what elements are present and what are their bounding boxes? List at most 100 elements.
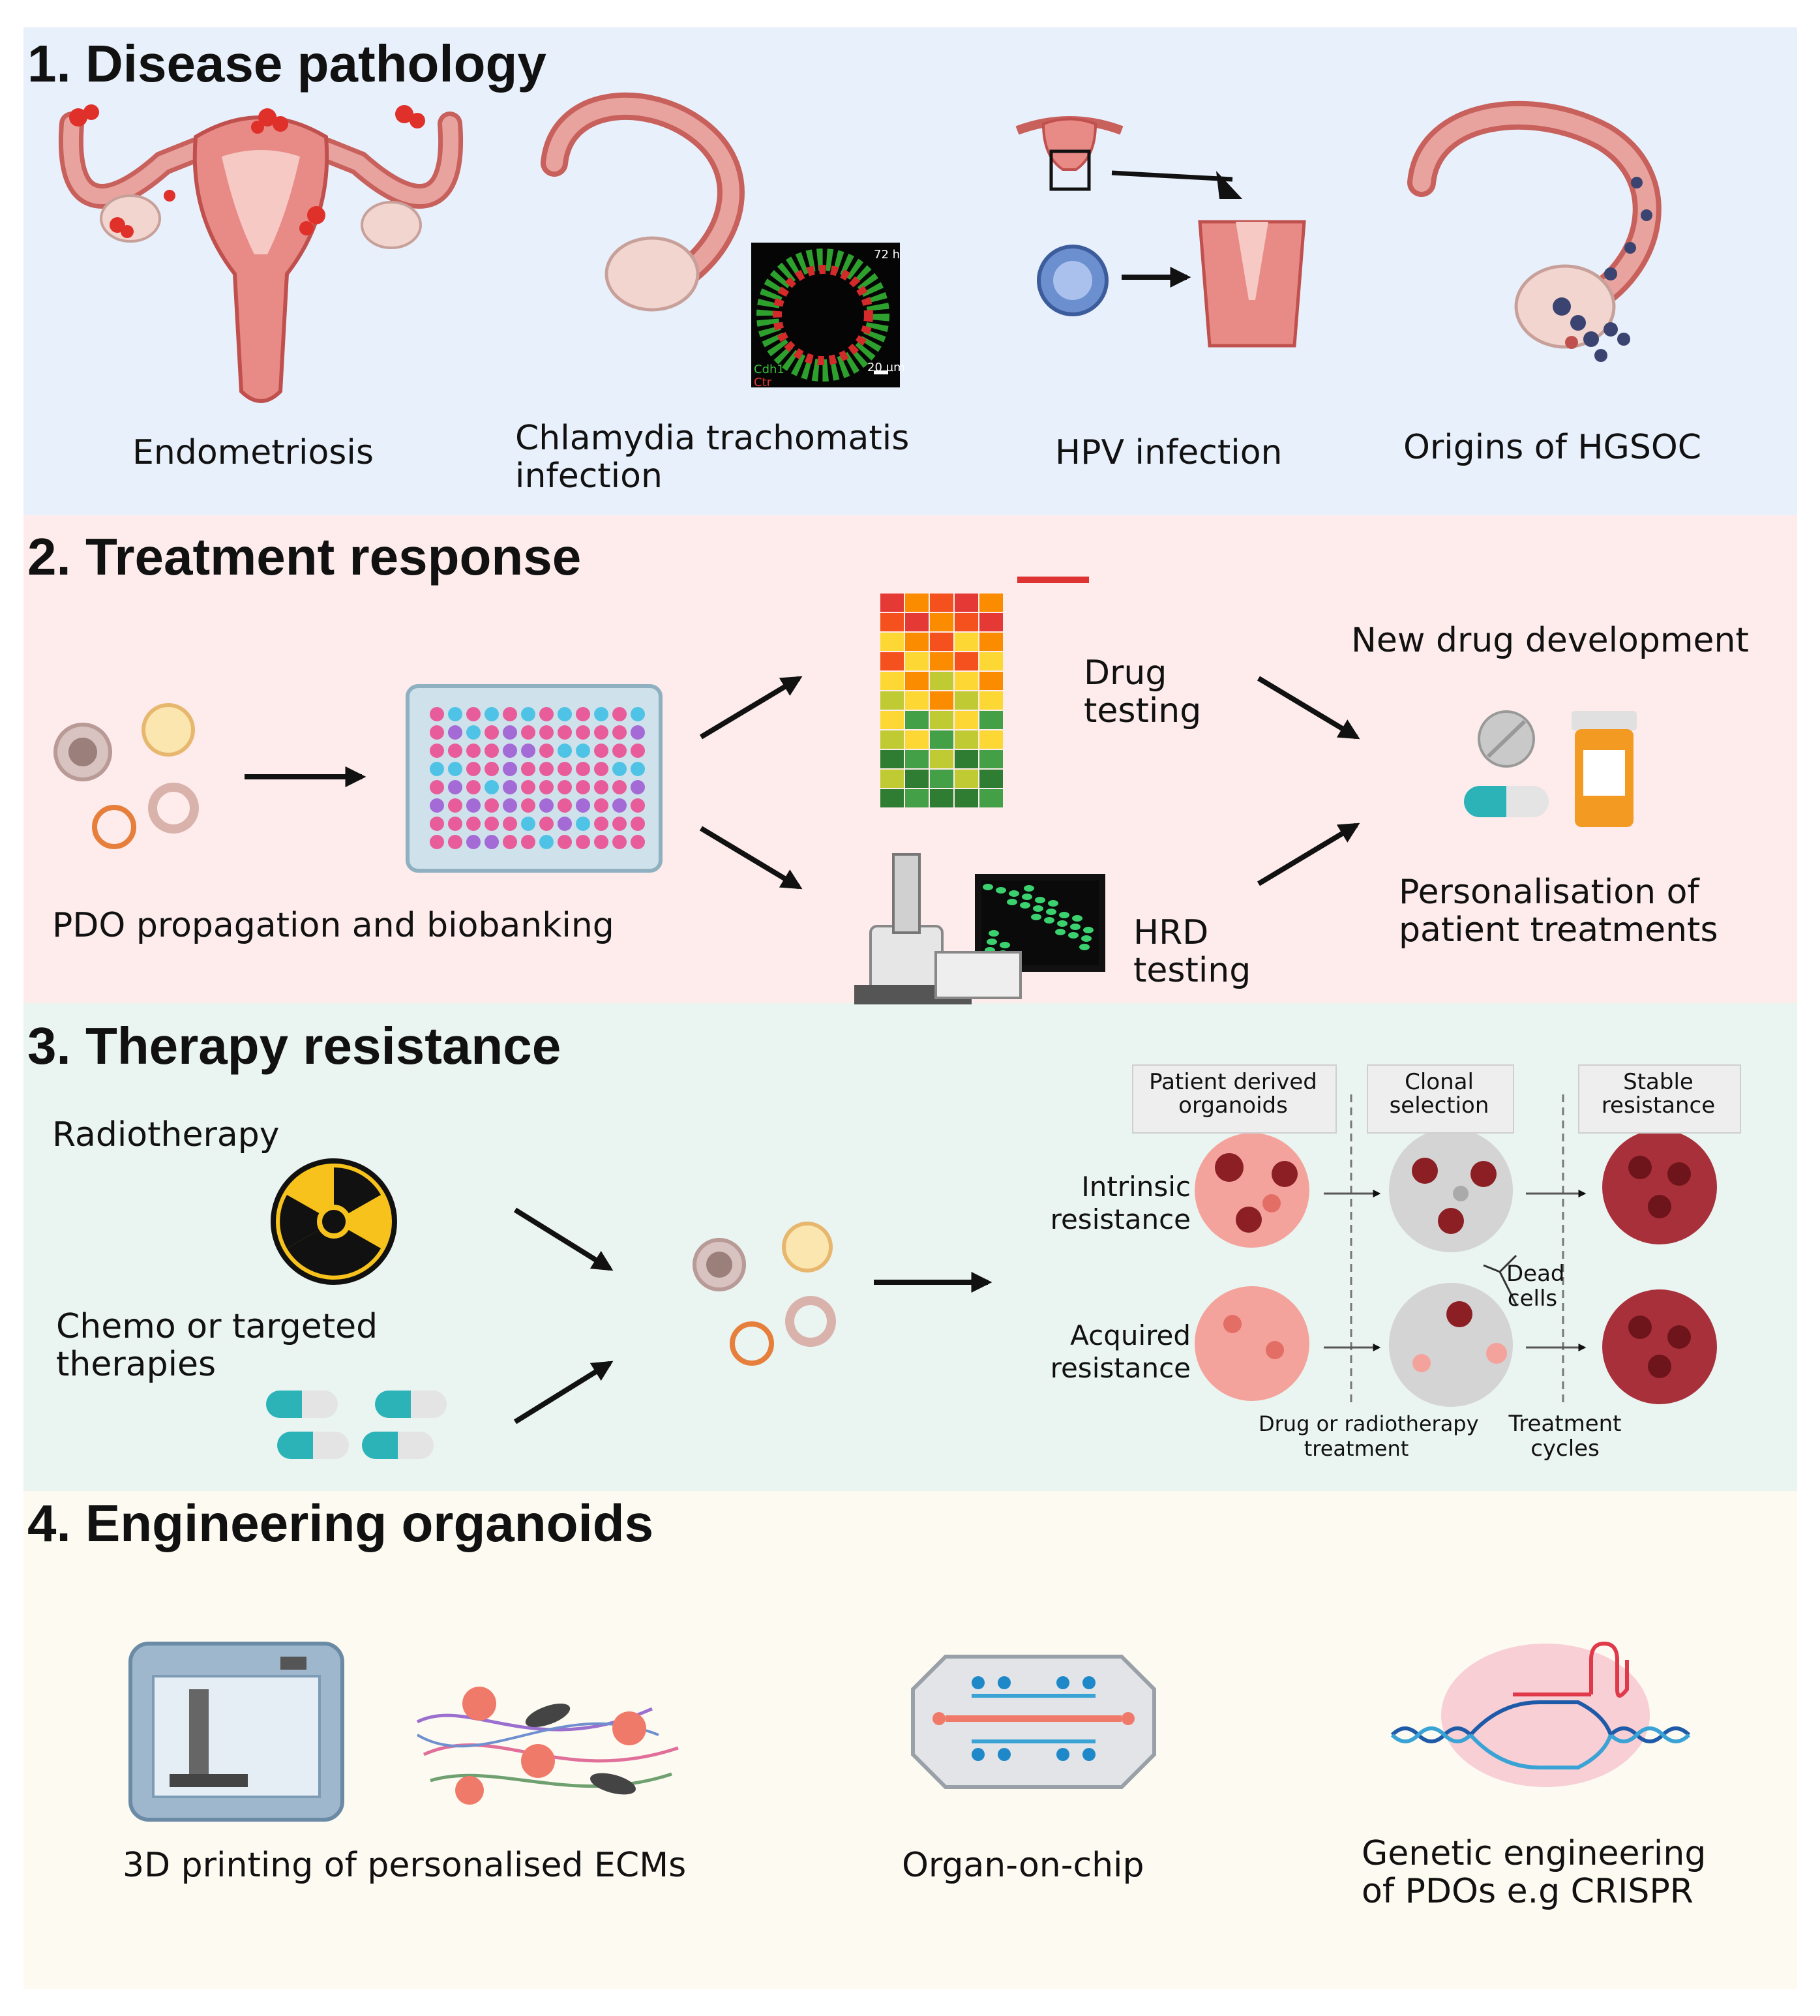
heatmap-cell xyxy=(905,613,929,631)
hgsoc-origin-icon xyxy=(1407,100,1662,362)
header-clonal-line2: selection xyxy=(1389,1092,1489,1119)
heatmap-cell xyxy=(930,770,953,788)
well xyxy=(539,744,554,758)
well xyxy=(631,798,645,813)
well xyxy=(594,835,608,849)
well xyxy=(503,725,517,740)
heatmap-cell xyxy=(905,730,929,749)
heatmap-cell xyxy=(979,652,1003,670)
heatmap-cell xyxy=(979,633,1003,651)
fluorescent-cell xyxy=(1068,932,1079,939)
fluorescent-cell xyxy=(989,930,999,937)
well xyxy=(485,725,499,740)
well xyxy=(521,762,535,776)
well xyxy=(594,798,608,813)
well xyxy=(631,744,645,758)
arrow xyxy=(699,676,803,740)
heatmap-cell xyxy=(905,652,929,670)
well xyxy=(448,798,462,813)
well xyxy=(485,744,499,758)
header-clonal-line1: Clonal xyxy=(1405,1069,1474,1095)
header-patient-derived-line2: organoids xyxy=(1178,1092,1288,1119)
stable-resistance-acquired-icon xyxy=(1602,1289,1717,1404)
well xyxy=(631,835,645,849)
fluorescent-cell xyxy=(1033,905,1043,912)
fluorescent-cell xyxy=(1007,899,1017,905)
well xyxy=(521,780,535,794)
label-hpv-infection: HPV infection xyxy=(1055,433,1283,472)
label-endometriosis: Endometriosis xyxy=(132,433,374,472)
heatmap-cell xyxy=(880,711,904,729)
heatmap-cell xyxy=(930,652,953,670)
fluorescent-cell xyxy=(1020,902,1030,909)
organoids-icon xyxy=(693,1222,836,1366)
column-header-patient-derived xyxy=(1132,1064,1337,1134)
well xyxy=(558,744,572,758)
stable-resistance-icon xyxy=(1602,1130,1717,1244)
label-genetic-engineering-line1: Genetic engineering xyxy=(1362,1834,1707,1873)
radiation-icon xyxy=(271,1158,397,1285)
well xyxy=(485,817,499,831)
well xyxy=(612,762,627,776)
heatmap-cell xyxy=(930,789,953,807)
heatmap-cell xyxy=(880,789,904,807)
well xyxy=(503,744,517,758)
well xyxy=(631,762,645,776)
well xyxy=(594,725,608,740)
label-chemo-line2: therapies xyxy=(56,1345,216,1384)
well xyxy=(430,780,444,794)
arrow xyxy=(699,826,803,890)
label-hgsoc-origins: Origins of HGSOC xyxy=(1403,428,1702,467)
3d-printer-icon xyxy=(128,1642,344,1822)
well xyxy=(503,835,517,849)
microscope-icon xyxy=(854,853,1105,1004)
fluorescent-cell xyxy=(1057,920,1067,927)
well xyxy=(631,707,645,721)
fluorescent-cell xyxy=(983,884,993,890)
heatmap-cell xyxy=(880,672,904,690)
heatmap-cell xyxy=(930,750,953,768)
well xyxy=(612,835,627,849)
well xyxy=(558,780,572,794)
fluorescent-cell xyxy=(1035,897,1045,903)
well xyxy=(539,817,554,831)
micrograph-marker-red: Ctr xyxy=(754,376,772,389)
heatmap-cell xyxy=(979,730,1003,749)
fluorescent-cell xyxy=(1009,890,1019,897)
label-drug-testing-line2: testing xyxy=(1084,691,1202,730)
well xyxy=(558,798,572,813)
fluorescent-cell xyxy=(987,939,997,945)
organ-chip-icon xyxy=(911,1655,1156,1789)
section-heading-disease-pathology: 1. Disease pathology xyxy=(27,35,546,93)
fluorescent-cell xyxy=(1079,944,1090,950)
well xyxy=(485,762,499,776)
heatmap-cell xyxy=(955,711,978,729)
clonal-selection-acquired-icon xyxy=(1389,1283,1513,1407)
heatmap-cell xyxy=(955,730,978,749)
well xyxy=(430,744,444,758)
fluorescent-cell xyxy=(996,887,1006,894)
label-intrinsic-line1: Intrinsic xyxy=(1081,1171,1191,1203)
well xyxy=(448,707,462,721)
well xyxy=(576,744,590,758)
well xyxy=(521,835,535,849)
well xyxy=(430,707,444,721)
label-treatment-cycles-line1: Treatment xyxy=(1508,1411,1622,1437)
well xyxy=(521,744,535,758)
label-dead-cells-line2: cells xyxy=(1507,1286,1558,1312)
pills-bottle-icon xyxy=(1464,710,1637,827)
fallopian-tube-icon xyxy=(541,92,745,312)
arrow xyxy=(513,1361,614,1424)
fluorescent-cell xyxy=(1055,929,1066,935)
heatmap-cell xyxy=(880,750,904,768)
well xyxy=(466,762,481,776)
well xyxy=(558,762,572,776)
well xyxy=(448,817,462,831)
well xyxy=(539,835,554,849)
well xyxy=(466,707,481,721)
column-header-clonal-selection xyxy=(1367,1064,1514,1134)
fluorescent-cell xyxy=(1072,915,1082,922)
heatmap-cell xyxy=(930,613,953,631)
hpv-infection-icon xyxy=(1015,116,1306,348)
well xyxy=(430,835,444,849)
